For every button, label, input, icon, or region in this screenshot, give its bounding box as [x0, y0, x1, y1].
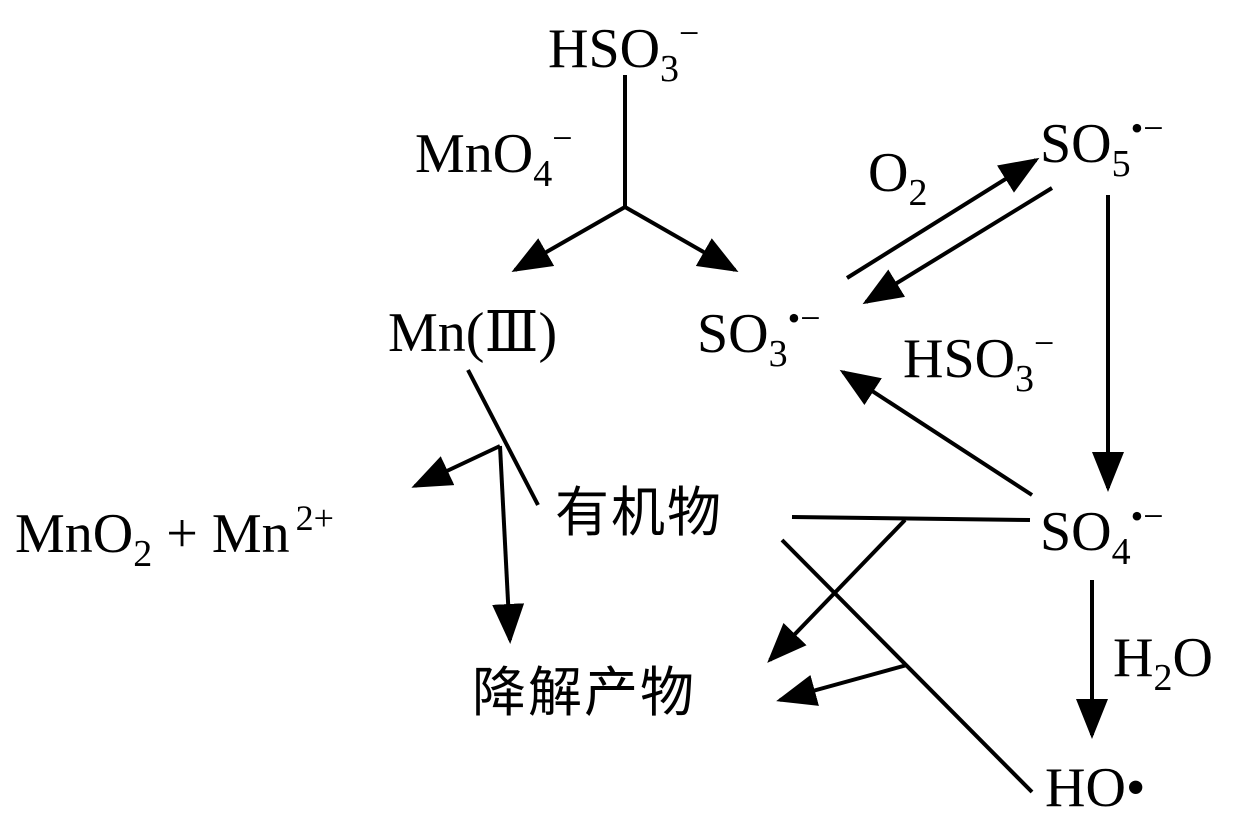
ho-label: HO• [1045, 760, 1146, 816]
so4-base: SO [1040, 501, 1112, 563]
hso3-mid-sup: − [1034, 323, 1055, 363]
mn3-diagonal-line [466, 369, 540, 506]
so3-base: SO [697, 303, 769, 365]
arrow-mn3-to-products [492, 445, 525, 644]
arrow-so5-to-so3 [862, 186, 1054, 305]
arrow-ho-path-to-products [776, 663, 908, 706]
mno4-label: MnO4− [415, 120, 573, 193]
arrow-so4-path-to-products [767, 518, 907, 663]
arrow-to-mno2 [411, 444, 501, 488]
organic-label: 有机物 [555, 485, 723, 541]
mno4-base: MnO [415, 123, 534, 185]
h2o-sub: 2 [1153, 657, 1173, 699]
hso3-top-base: HSO [548, 18, 661, 80]
hso3-mid-sub: 3 [1015, 358, 1035, 400]
o2-base: O [868, 142, 909, 204]
so3-sup: •− [787, 298, 821, 338]
so5-base: SO [1040, 113, 1112, 175]
mno2-base: MnO [15, 503, 134, 565]
mno4-sup: − [552, 118, 573, 158]
so5-sup: •− [1130, 108, 1164, 148]
mn3-label: Mn(Ⅲ) [388, 305, 557, 361]
mn3-base: Mn(Ⅲ) [388, 302, 558, 364]
mno2-sub: 2 [133, 533, 153, 575]
mn2-sup: 2+ [295, 498, 334, 538]
arrow-to-so3 [624, 205, 739, 272]
o2-sub: 2 [908, 172, 928, 214]
so5-sub: 5 [1111, 143, 1131, 185]
mno4-sub: 4 [533, 153, 553, 195]
arrow-so3-to-so5 [845, 157, 1040, 280]
products-text: 降解产物 [472, 661, 696, 724]
so3-label: SO3•− [697, 300, 821, 373]
so4-sup: •− [1130, 496, 1164, 536]
hso3-mid-label: HSO3− [903, 325, 1054, 398]
o2-label: O2 [868, 145, 927, 212]
organic-text: 有机物 [555, 481, 723, 544]
h2o-label: H2O [1113, 630, 1213, 697]
products-label: 降解产物 [472, 665, 696, 721]
mn2-base: + Mn [152, 503, 290, 565]
h2o-base: H [1113, 627, 1154, 689]
arrow-so4-to-so3 [839, 369, 1034, 497]
hso3-top-label: HSO3− [548, 15, 699, 88]
hso3-mid-base: HSO [903, 328, 1016, 390]
organic-so4-line [791, 515, 1031, 522]
so3-sub: 3 [768, 333, 788, 375]
ho-text: HO• [1045, 757, 1146, 819]
so4-sub: 4 [1111, 531, 1131, 573]
hso3-top-sup: − [679, 13, 700, 53]
h2o-rest: O [1172, 627, 1213, 689]
so4-label: SO4•− [1040, 498, 1164, 571]
arrow-to-mn3 [511, 205, 626, 272]
so5-label: SO5•− [1040, 110, 1164, 183]
hso3-top-sub: 3 [660, 48, 680, 90]
